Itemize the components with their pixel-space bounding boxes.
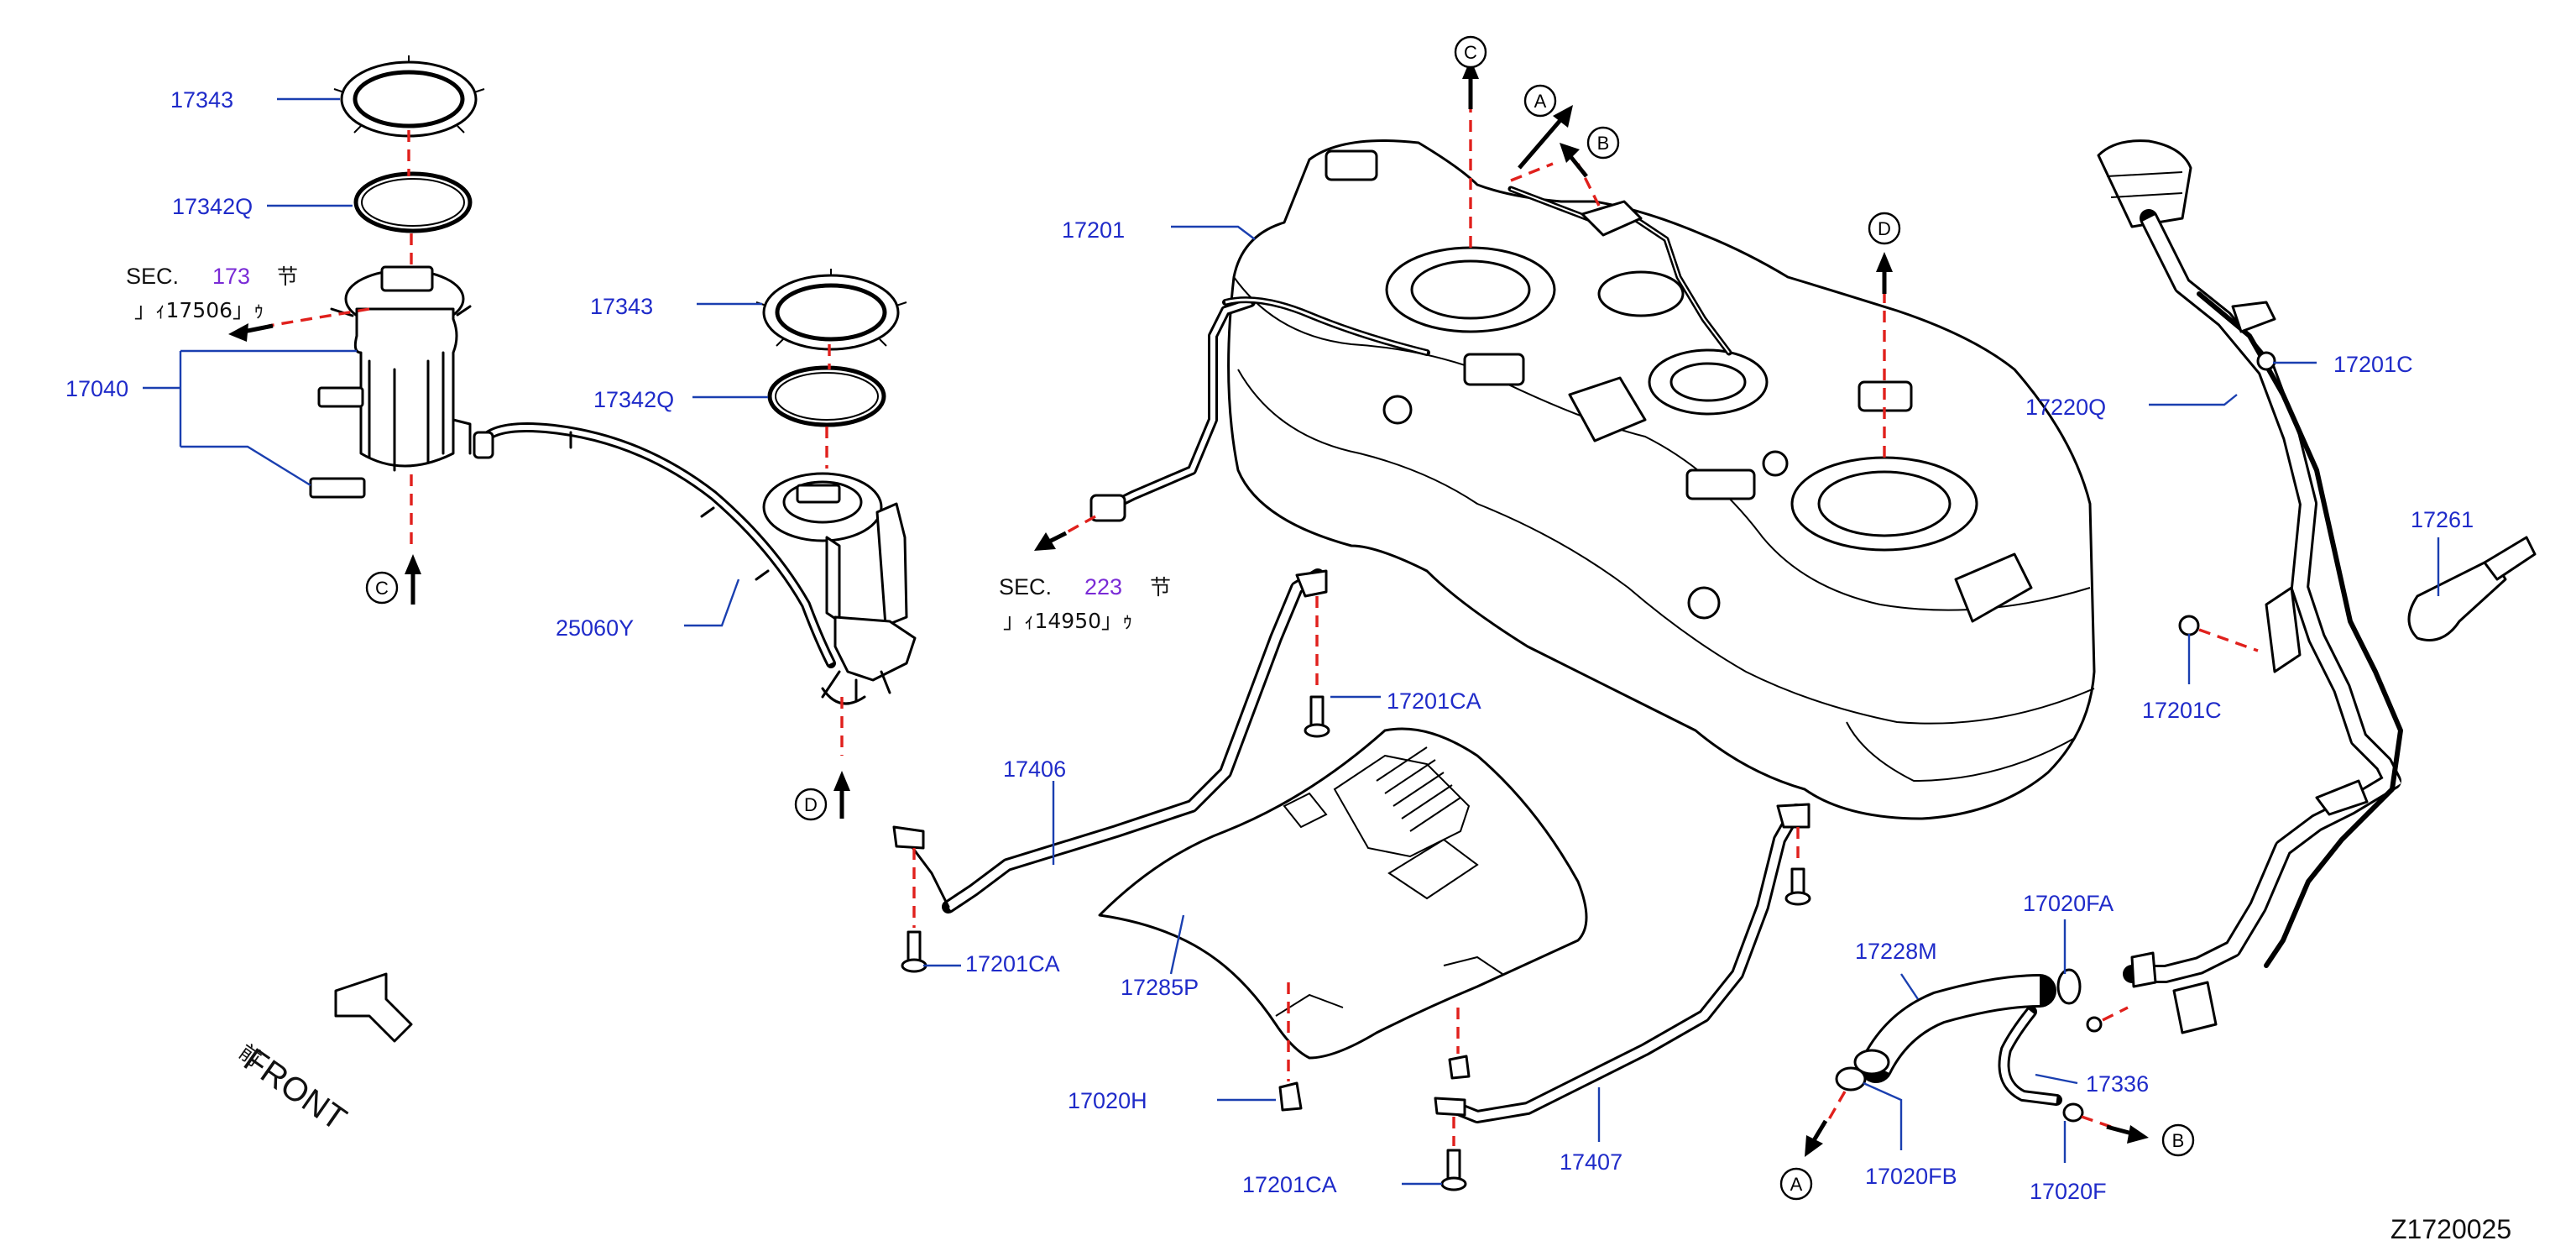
connector-c-bottom: C <box>365 554 421 605</box>
label-17342q-center[interactable]: 17342Q <box>593 387 674 412</box>
svg-text:A: A <box>1790 1174 1803 1195</box>
connector-b-bottom: B <box>2106 1123 2195 1157</box>
svg-text:SEC.: SEC. <box>999 574 1052 599</box>
svg-text:」ｨ17506」ｩ: 」ｨ17506」ｩ <box>134 298 264 322</box>
label-17201ca-bottom[interactable]: 17201CA <box>1242 1172 1337 1197</box>
part-number-labels: 17343 17342Q 17040 17343 17342Q 25060Y 1… <box>65 87 2474 1204</box>
bolt-17201ca-top[interactable] <box>1304 695 1330 738</box>
lock-ring-17343-left[interactable] <box>333 55 485 138</box>
label-17228m[interactable]: 17228M <box>1855 939 1937 964</box>
tank-band-17407[interactable] <box>1434 803 1811 1123</box>
lock-ring-17343-center[interactable] <box>755 269 907 351</box>
connector-c-top: C <box>1454 35 1487 109</box>
leader-lines <box>143 97 2440 1186</box>
label-17020fb[interactable]: 17020FB <box>1865 1164 1957 1189</box>
svg-text:D: D <box>1878 218 1891 239</box>
guide-line-filler-bolt <box>2198 628 2259 652</box>
connector-b-top: B <box>1560 126 1620 178</box>
label-17343-left[interactable]: 17343 <box>170 87 233 113</box>
fuel-sender-body[interactable] <box>762 472 917 705</box>
label-17040[interactable]: 17040 <box>65 376 128 401</box>
connector-d-top: D <box>1868 212 1901 294</box>
bolt-17201ca-left[interactable] <box>901 930 927 973</box>
connector-a-bottom: A <box>1779 1119 1828 1201</box>
section-ref-173[interactable]: SEC. 173 节 」ｨ17506」ｩ <box>126 264 298 322</box>
clamp-17020fa[interactable] <box>2056 968 2082 1005</box>
label-17201c-mid[interactable]: 17201C <box>2142 698 2222 723</box>
connector-a-top: A <box>1518 84 1573 170</box>
label-17285p[interactable]: 17285P <box>1121 975 1199 1000</box>
label-17220q[interactable]: 17220Q <box>2025 395 2106 420</box>
svg-text:B: B <box>2172 1130 2185 1151</box>
arrow-to-sec173 <box>228 323 274 342</box>
svg-text:173: 173 <box>212 264 250 289</box>
svg-text:C: C <box>1464 42 1477 63</box>
label-25060y[interactable]: 25060Y <box>556 615 634 641</box>
label-17407[interactable]: 17407 <box>1560 1149 1622 1175</box>
label-17201ca-left[interactable]: 17201CA <box>965 951 1060 976</box>
front-direction-indicator: 前 FRONT <box>234 972 413 1138</box>
label-17406[interactable]: 17406 <box>1003 756 1066 782</box>
filler-hose-17228m[interactable] <box>1853 974 2056 1083</box>
bolt-right-band[interactable] <box>1784 867 1811 906</box>
guide-line-hose-c <box>2102 1006 2129 1022</box>
guide-line-hose-b <box>2081 1115 2112 1128</box>
filler-tube-17220q[interactable] <box>2097 139 2403 1034</box>
guide-line-tank-a <box>1510 162 1554 182</box>
arrow-to-sec223 <box>1034 531 1068 551</box>
section-ref-223[interactable]: SEC. 223 节 」ｨ14950」ｩ <box>999 574 1171 633</box>
bolt-17201ca-bottom[interactable] <box>1440 1149 1467 1191</box>
clamp-small[interactable] <box>2086 1016 2103 1033</box>
svg-text:223: 223 <box>1084 574 1122 599</box>
label-17336[interactable]: 17336 <box>2086 1071 2149 1097</box>
diagram-code: Z1720025 <box>2391 1214 2511 1244</box>
clamp-17020f[interactable] <box>2062 1102 2084 1123</box>
svg-text:节: 节 <box>277 264 298 289</box>
fuel-tank-17201[interactable] <box>1089 139 2096 820</box>
bolt-17201c-top[interactable] <box>2256 351 2276 371</box>
label-17201[interactable]: 17201 <box>1062 217 1125 243</box>
label-17342q-left[interactable]: 17342Q <box>172 194 253 219</box>
guide-line-sec173 <box>268 307 370 327</box>
svg-text:节: 节 <box>1150 575 1171 599</box>
label-17343-center[interactable]: 17343 <box>590 294 653 319</box>
clamp-17020fb[interactable] <box>1835 1066 1867 1092</box>
svg-text:A: A <box>1534 91 1547 112</box>
fuel-pump-assembly-left: C <box>228 55 485 605</box>
vent-hose-17336[interactable] <box>1998 1006 2062 1106</box>
label-17201c-top[interactable]: 17201C <box>2333 352 2413 377</box>
guide-line-sec223 <box>1057 515 1096 539</box>
fuel-pump-17040[interactable] <box>309 265 472 499</box>
svg-text:C: C <box>375 578 389 599</box>
fuel-tube-25060y[interactable] <box>473 422 836 668</box>
guide-line-hose-a <box>1824 1091 1847 1126</box>
label-17020f[interactable]: 17020F <box>2030 1179 2107 1204</box>
tank-band-17406[interactable] <box>892 568 1328 914</box>
label-17020fa[interactable]: 17020FA <box>2023 891 2114 916</box>
svg-text:SEC.: SEC. <box>126 264 179 289</box>
filler-cap-17261[interactable] <box>2407 536 2537 641</box>
svg-text:D: D <box>804 794 818 815</box>
gasket-17342q-center[interactable] <box>767 365 886 427</box>
svg-text:」ｨ14950」ｩ: 」ｨ14950」ｩ <box>1003 609 1133 633</box>
fuel-sender-assembly-center: D <box>473 269 917 821</box>
svg-text:B: B <box>1597 133 1610 154</box>
connector-d-bottom: D <box>794 771 850 821</box>
label-17261[interactable]: 17261 <box>2411 507 2474 532</box>
front-label: FRONT <box>237 1041 353 1138</box>
heat-shield-17285p[interactable] <box>1098 727 1588 1060</box>
clip-shield[interactable] <box>1448 1055 1471 1080</box>
gasket-17342q-left[interactable] <box>353 171 473 233</box>
clip-17020h[interactable] <box>1278 1081 1303 1112</box>
bolt-17201c-mid[interactable] <box>2178 615 2200 636</box>
label-17020h[interactable]: 17020H <box>1068 1088 1147 1113</box>
label-17201ca-top[interactable]: 17201CA <box>1387 688 1481 714</box>
